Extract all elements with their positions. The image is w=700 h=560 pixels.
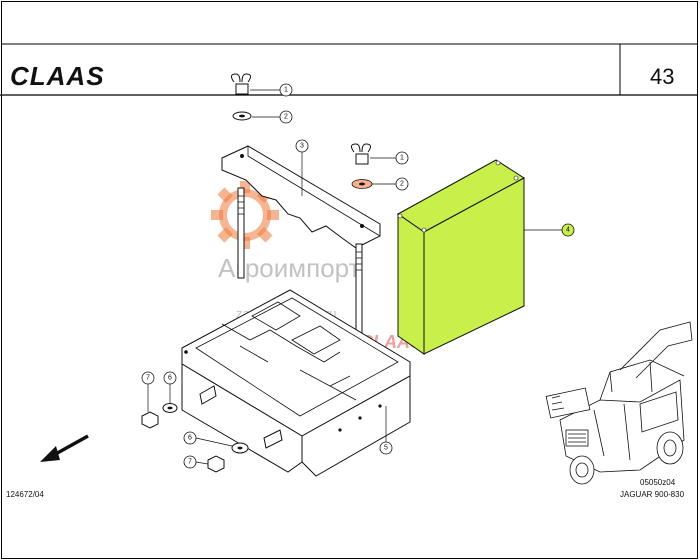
callout-7a: 7	[141, 371, 155, 412]
callout-6a: 6	[163, 371, 177, 403]
part-4-battery-box	[397, 159, 525, 355]
callout-1b: 1	[370, 151, 409, 165]
drawing-id: 124672/04	[6, 490, 44, 499]
washer-hole	[239, 114, 245, 118]
svg-text:2: 2	[284, 114, 288, 121]
callout-7b: 7	[183, 455, 209, 469]
bolt-hole-icon	[358, 416, 362, 420]
callout-6b: 6	[183, 431, 233, 447]
arrow-down-left-icon	[40, 434, 89, 462]
svg-text:7: 7	[188, 459, 192, 466]
part-3-clamp-bar	[221, 145, 381, 249]
stud-lower-lower	[263, 429, 283, 449]
nut-7-upper	[141, 411, 159, 429]
callout-2b: 2	[372, 177, 409, 191]
callout-4: 4	[524, 223, 575, 237]
page-number: 43	[650, 64, 674, 89]
machine-ref: 05050z04	[640, 478, 676, 487]
part-5-tray	[181, 289, 411, 477]
forage-harvester-illustration	[545, 321, 693, 485]
wing-nut-upper-left	[230, 73, 252, 95]
washer-hole	[359, 182, 365, 186]
washer-hole	[167, 406, 173, 410]
bolt-hole-icon	[378, 404, 382, 408]
washer-hole	[237, 446, 243, 450]
svg-text:5: 5	[384, 445, 388, 452]
bolt-hole-icon	[184, 350, 188, 354]
wing-nut-upper-right	[350, 143, 372, 165]
nut-7-lower	[207, 455, 225, 473]
callout-3: 3	[295, 139, 309, 196]
callout-2a: 2	[252, 110, 293, 124]
svg-text:1: 1	[284, 87, 288, 94]
stud-lower-upper	[199, 385, 217, 405]
svg-text:6: 6	[188, 435, 192, 442]
claas-logo: CLAAS	[10, 61, 105, 91]
svg-text:7: 7	[146, 375, 150, 382]
watermark-gear-icon	[211, 181, 279, 249]
svg-text:1: 1	[400, 155, 404, 162]
svg-text:3: 3	[300, 143, 304, 150]
callout-1a: 1	[250, 83, 293, 97]
threaded-rod-left	[237, 187, 245, 279]
bolt-hole-icon	[338, 428, 342, 432]
svg-text:2: 2	[400, 181, 404, 188]
bolt-hole-icon	[240, 154, 244, 158]
callout-5: 5	[379, 406, 393, 455]
bolt-hole-icon	[360, 224, 364, 228]
svg-text:4: 4	[566, 227, 570, 234]
machine-model: JAGUAR 900-830	[620, 490, 685, 499]
svg-text:6: 6	[168, 375, 172, 382]
